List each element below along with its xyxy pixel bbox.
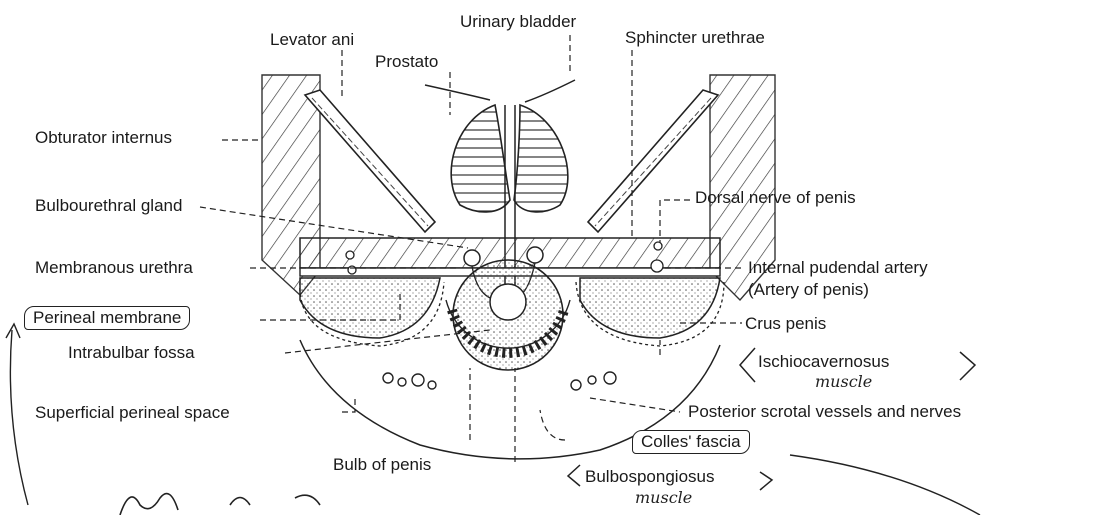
- label-dorsal-nerve: Dorsal nerve of penis: [695, 188, 856, 208]
- bulb-urethra: [490, 284, 526, 320]
- label-artery-of-penis: (Artery of penis): [748, 280, 869, 300]
- label-superficial-perineal-space: Superficial perineal space: [35, 403, 230, 423]
- label-colles-fascia: Colles' fascia: [632, 430, 750, 454]
- bulbourethral-gland-left: [464, 250, 480, 266]
- levator-ani-left: [305, 90, 435, 232]
- posterior-scrotal-vessels-left: [383, 373, 436, 389]
- label-obturator-internus: Obturator internus: [35, 128, 172, 148]
- label-intrabulbar-fossa: Intrabulbar fossa: [68, 343, 195, 363]
- handwritten-arrow-right: [790, 455, 980, 515]
- internal-pudendal-artery-dot: [651, 260, 663, 272]
- handwritten-arrow-left-head: [6, 324, 20, 338]
- posterior-scrotal-vessels-right: [571, 372, 616, 390]
- label-ischiocavernosus: Ischiocavernosus: [758, 352, 889, 372]
- handwritten-arrow-left: [10, 330, 28, 505]
- label-bulbourethral-gland: Bulbourethral gland: [35, 196, 182, 216]
- label-crus-penis: Crus penis: [745, 314, 826, 334]
- label-perineal-membrane: Perineal membrane: [24, 306, 190, 330]
- label-membranous-urethra: Membranous urethra: [35, 258, 193, 278]
- prostate-right-lobe: [514, 105, 568, 212]
- label-internal-pudendal-artery: Internal pudendal artery: [748, 258, 928, 278]
- prostate-left-lobe: [451, 105, 510, 212]
- label-prostate: Prostato: [375, 52, 438, 72]
- bulbourethral-gland-right: [527, 247, 543, 263]
- urinary-bladder-outline-right: [525, 80, 575, 102]
- label-sphincter-urethrae: Sphincter urethrae: [625, 28, 765, 48]
- label-ischiocavernosus-note: muscle: [815, 372, 872, 391]
- levator-ani-right: [588, 90, 718, 232]
- urinary-bladder-outline: [425, 85, 490, 100]
- label-urinary-bladder: Urinary bladder: [460, 12, 576, 32]
- label-posterior-scrotal: Posterior scrotal vessels and nerves: [688, 402, 961, 422]
- label-bulbospongiosus: Bulbospongiosus: [585, 467, 714, 487]
- dorsal-nerve-dot: [654, 242, 662, 250]
- label-bulb-of-penis: Bulb of penis: [333, 455, 431, 475]
- label-bulbospongiosus-note: muscle: [635, 488, 692, 507]
- handwritten-scribble: [120, 494, 320, 515]
- left-vessel-dot-2: [348, 266, 356, 274]
- left-vessel-dot-1: [346, 251, 354, 259]
- label-levator-ani: Levator ani: [270, 30, 354, 50]
